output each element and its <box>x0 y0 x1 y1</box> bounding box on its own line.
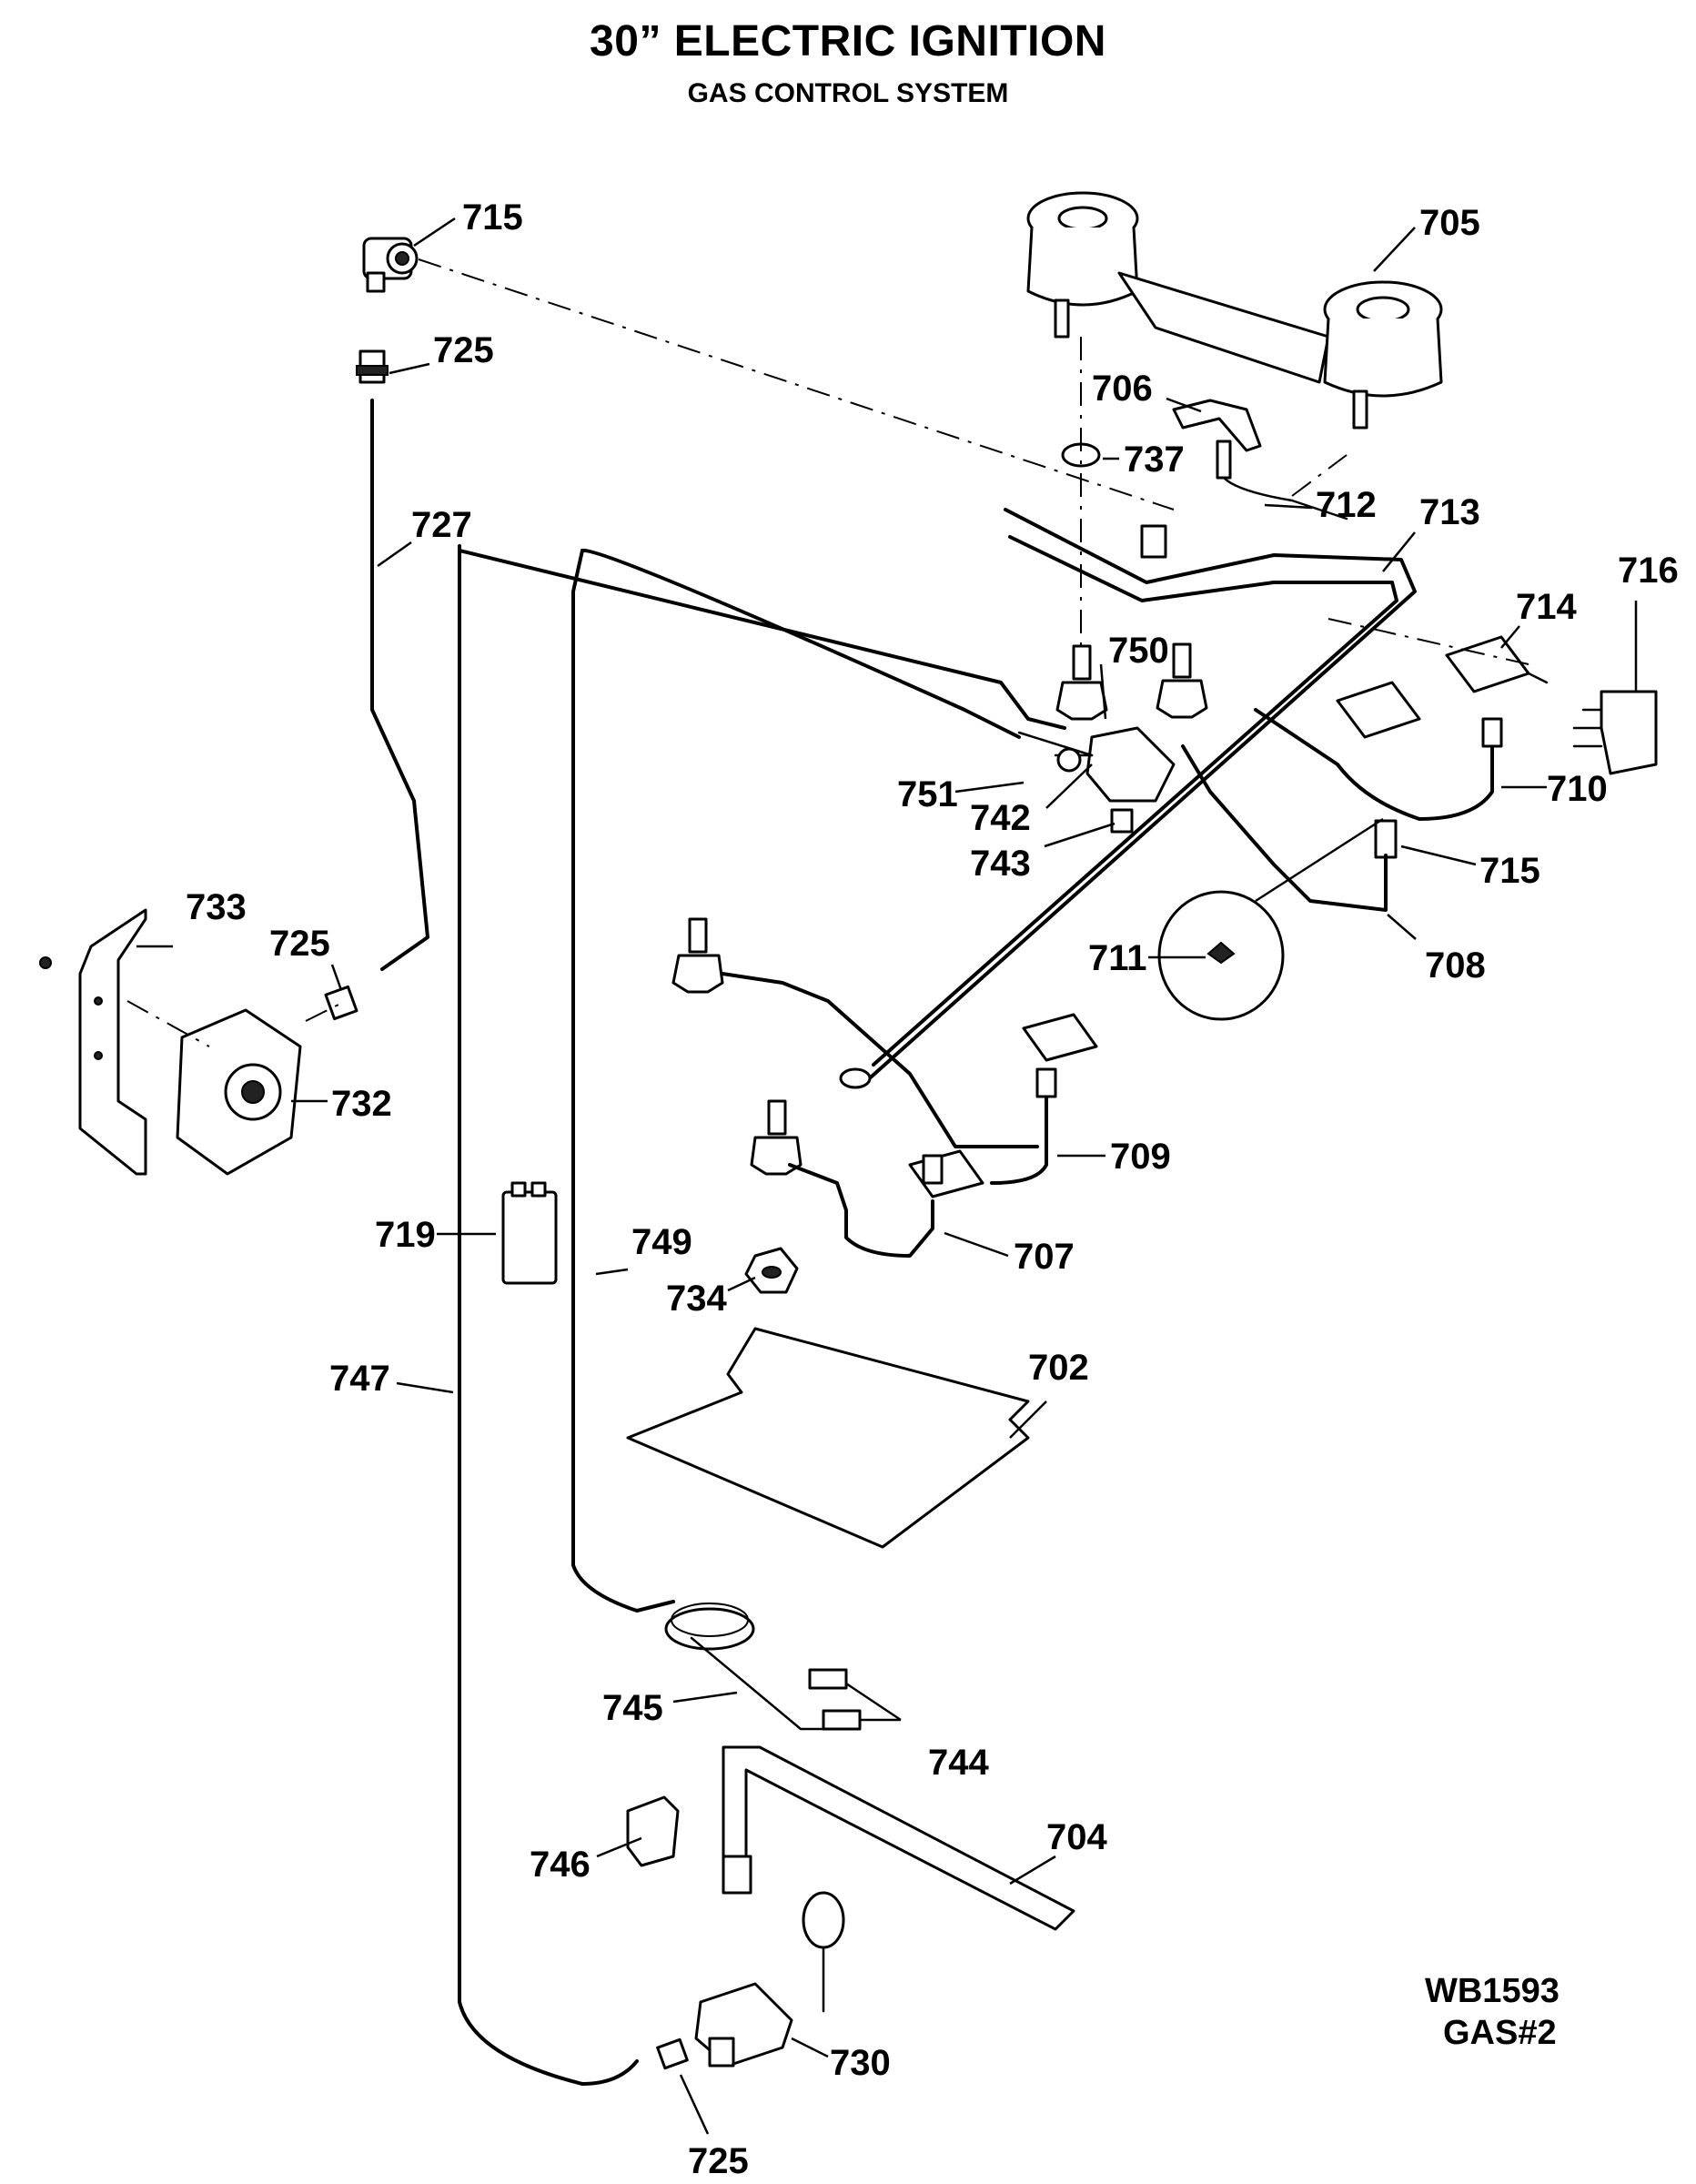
part-label-747: 747 <box>329 1359 390 1399</box>
clips-744 <box>808 1668 862 1731</box>
orifice-714 <box>1336 635 1549 739</box>
nut-734 <box>744 1247 799 1294</box>
part-label-705: 705 <box>1419 203 1480 243</box>
tube-709 <box>990 1090 1048 1185</box>
electrode-712 <box>1216 440 1348 521</box>
part-label-744: 744 <box>928 1743 989 1783</box>
part-label-702: 702 <box>1028 1348 1089 1388</box>
part-label-742: 742 <box>970 798 1031 838</box>
part-label-719: 719 <box>375 1215 436 1255</box>
valve-left-upper <box>671 917 724 994</box>
part-label-716: 716 <box>1618 551 1679 591</box>
part-label-704: 704 <box>1046 1817 1107 1857</box>
bracket-746 <box>626 1795 680 1867</box>
part-label-730: 730 <box>830 2043 891 2083</box>
plate-702 <box>626 1327 1030 1549</box>
orifice-front <box>908 1013 1098 1198</box>
part-label-727: 727 <box>411 505 472 545</box>
manifold-713 <box>863 508 1417 1085</box>
elbow-fitting-715 <box>362 237 419 293</box>
part-label-750: 750 <box>1108 631 1169 671</box>
part-label-710: 710 <box>1547 769 1608 809</box>
oven-valve-730 <box>694 1891 845 2068</box>
part-label-715: 715 <box>462 197 523 238</box>
part-label-749: 749 <box>631 1222 692 1262</box>
leader-lines <box>136 217 1638 2135</box>
part-label-715b: 715 <box>1479 851 1540 891</box>
assembly-line <box>1291 454 1348 497</box>
fitting-715-right <box>1374 819 1398 859</box>
fitting-725-bottom <box>656 2037 689 2070</box>
bracket-706 <box>1172 399 1262 452</box>
fitting-710 <box>1481 717 1503 748</box>
bracket-716 <box>1572 690 1658 775</box>
bracket-733 <box>39 908 147 1176</box>
fitting-707 <box>922 1154 944 1185</box>
tube-707 <box>788 1163 934 1258</box>
regulator-732 <box>176 1008 302 1176</box>
burner-tube-704 <box>722 1745 1075 1931</box>
diagram-code: WB1593 <box>1425 1972 1560 2010</box>
diagram-subtitle: GAS CONTROL SYSTEM <box>687 78 1009 108</box>
tube-710 <box>1254 708 1494 821</box>
tube-708 <box>1181 744 1388 912</box>
tube-751 <box>1017 731 1094 757</box>
tube-727 <box>370 399 429 971</box>
part-label-725b: 725 <box>269 924 330 964</box>
disc-711 <box>1157 890 1285 1021</box>
assembly-line <box>418 258 1175 511</box>
part-label-706: 706 <box>1092 369 1153 409</box>
assembly-line <box>126 1000 210 1047</box>
tube-709-line <box>721 972 1039 1148</box>
igniter-module-719 <box>501 1181 558 1285</box>
part-label-709: 709 <box>1110 1137 1171 1177</box>
tube-747 <box>458 544 639 2086</box>
part-label-725: 725 <box>433 330 494 370</box>
part-label-714: 714 <box>1516 587 1577 627</box>
assembly-line <box>1255 817 1384 903</box>
part-label-733: 733 <box>186 887 247 927</box>
diagram-code-sub: GAS#2 <box>1443 2014 1557 2052</box>
tube-749-top <box>580 548 1021 739</box>
fitting-725-left <box>324 985 358 1021</box>
part-label-713: 713 <box>1419 492 1480 532</box>
part-label-711: 711 <box>1088 938 1147 978</box>
part-label-745: 745 <box>602 1688 663 1728</box>
clip-743 <box>1110 808 1134 834</box>
manifold-713-edge <box>872 535 1398 1067</box>
part-label-734: 734 <box>666 1279 727 1319</box>
part-label-725c: 725 <box>688 2141 749 2181</box>
valve-750 <box>1055 642 1208 721</box>
manifold-end <box>839 1067 872 1089</box>
assembly-line <box>305 1004 339 1022</box>
part-label-732: 732 <box>331 1084 392 1124</box>
part-label-751: 751 <box>897 774 958 814</box>
valve-body-742 <box>1054 726 1176 803</box>
assembly-line <box>1328 618 1529 665</box>
part-label-707: 707 <box>1014 1237 1075 1277</box>
burner-assembly-705 <box>1026 191 1443 430</box>
tube-747-top <box>458 549 1066 730</box>
part-label-737: 737 <box>1124 440 1185 480</box>
part-label-712: 712 <box>1316 485 1377 525</box>
part-label-746: 746 <box>530 1845 591 1885</box>
diagram-title: 30” ELECTRIC IGNITION <box>590 17 1106 66</box>
valve-left-lower <box>750 1099 803 1176</box>
fitting-725-top <box>356 349 389 384</box>
fitting-709 <box>1035 1067 1057 1098</box>
tube-749 <box>571 549 675 1613</box>
part-label-708: 708 <box>1425 945 1486 986</box>
part-label-743: 743 <box>970 844 1031 884</box>
manifold-bracket <box>1140 524 1167 559</box>
